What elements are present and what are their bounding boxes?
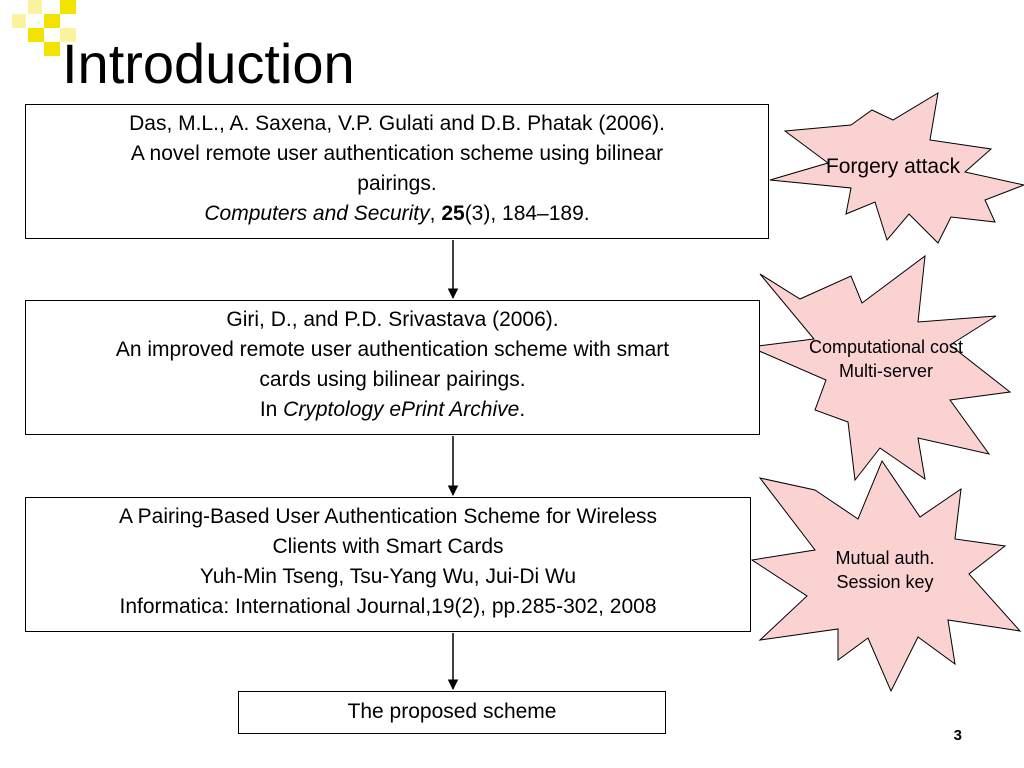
callout-star-3 [750, 459, 1022, 693]
reference-citation: In Cryptology ePrint Archive. [259, 398, 526, 421]
reference-volume: 25 [441, 202, 465, 225]
slide-title: Introduction [62, 32, 355, 95]
reference-box-giri: Giri, D., and P.D. Srivastava (2006). An… [25, 300, 760, 435]
reference-venue: Cryptology ePrint Archive [283, 398, 520, 421]
reference-box-tseng: A Pairing-Based User Authentication Sche… [25, 497, 751, 632]
callout-label-mutual: Mutual auth. Session key [835, 548, 935, 593]
page-number: 3 [953, 727, 962, 744]
callout-label-forgery: Forgery attack [825, 155, 961, 178]
proposed-scheme-box: The proposed scheme [238, 691, 666, 734]
callout-star-1 [769, 92, 1024, 244]
reference-authors: Yuh-Min Tseng, Tsu-Yang Wu, Jui-Di Wu [199, 565, 577, 588]
reference-title-cont: pairings. [357, 172, 437, 195]
decorative-squares [12, 0, 76, 56]
reference-title: An improved remote user authentication s… [115, 338, 670, 361]
reference-authors: Das, M.L., A. Saxena, V.P. Gulati and D.… [129, 112, 665, 135]
reference-title-cont: cards using bilinear pairings. [259, 368, 526, 391]
reference-authors: Giri, D., and P.D. Srivastava (2006). [226, 308, 559, 331]
reference-title-cont: Clients with Smart Cards [272, 535, 504, 558]
reference-title: A novel remote user authentication schem… [130, 142, 664, 165]
reference-pages: (3), 184–189. [464, 202, 590, 225]
callout-star-2 [748, 254, 1012, 482]
reference-journal: Informatica: International Journal,19(2)… [119, 595, 657, 618]
proposed-scheme-label: The proposed scheme [347, 700, 557, 723]
reference-box-das: Das, M.L., A. Saxena, V.P. Gulati and D.… [25, 104, 769, 239]
reference-journal: Computers and Security [204, 202, 430, 225]
reference-citation: Computers and Security, 25(3), 184–189. [204, 202, 590, 225]
reference-title: A Pairing-Based User Authentication Sche… [118, 505, 658, 528]
callout-label-cost: Computational cost Multi-server [808, 337, 964, 382]
